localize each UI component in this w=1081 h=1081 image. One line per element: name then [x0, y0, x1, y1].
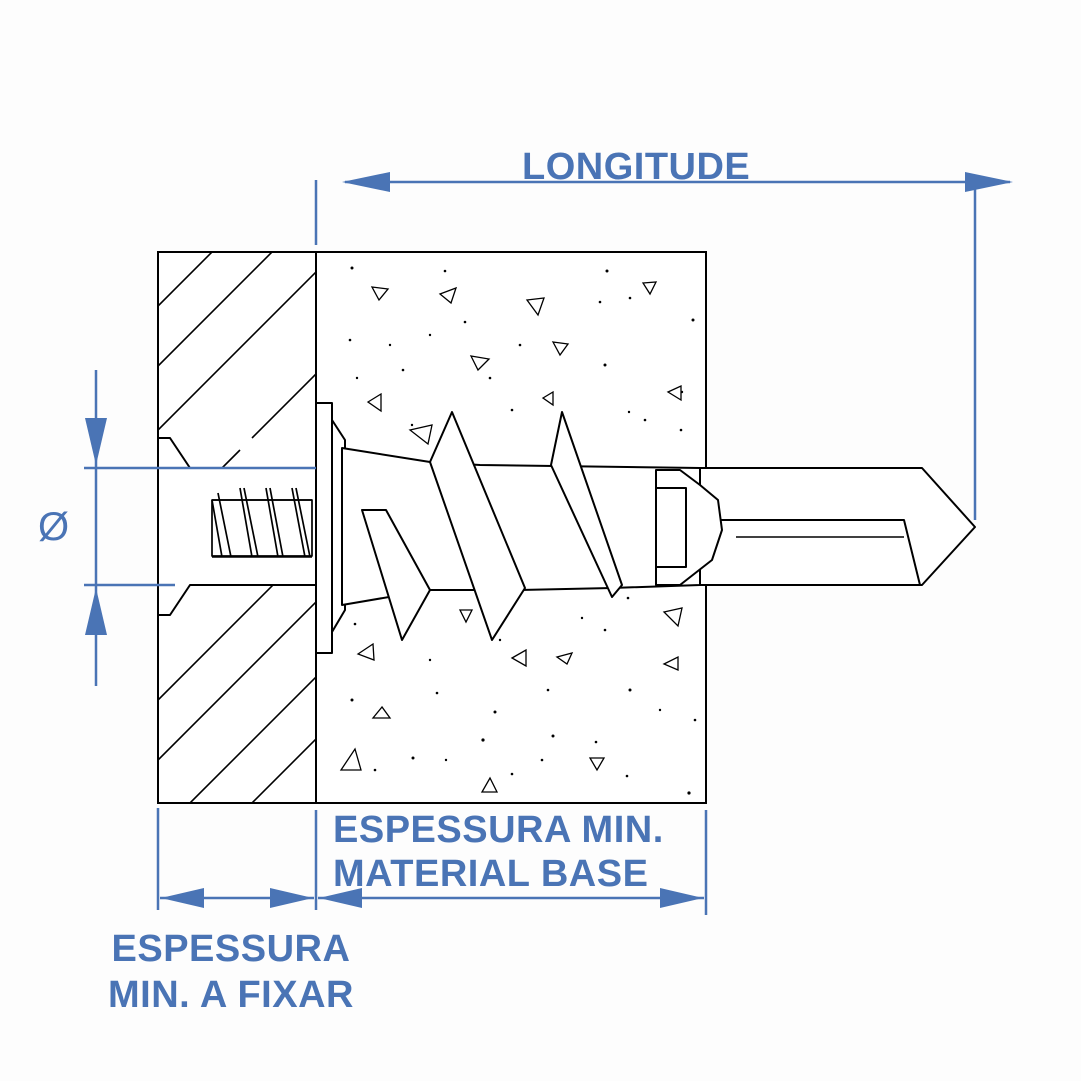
dimension-arrows [85, 172, 1013, 908]
base-thickness-line1: ESPESSURA MIN. [333, 809, 664, 851]
concrete-dots [348, 266, 697, 795]
longitude-label: LONGITUDE [522, 146, 751, 188]
fix-thickness-label: ESPESSURA MIN. A FIXAR [108, 926, 354, 1018]
base-thickness-line2: MATERIAL BASE [333, 853, 649, 895]
diameter-label: Ø [38, 505, 70, 549]
fix-thickness-line1: ESPESSURA [111, 928, 351, 970]
base-thickness-label: ESPESSURA MIN. MATERIAL BASE [333, 808, 664, 896]
screw-thread [211, 487, 313, 558]
concrete-aggregate [339, 281, 683, 793]
fix-thickness-line2: MIN. A FIXAR [108, 974, 354, 1016]
dimension-lines [84, 180, 1010, 915]
anchor-body [157, 402, 976, 654]
